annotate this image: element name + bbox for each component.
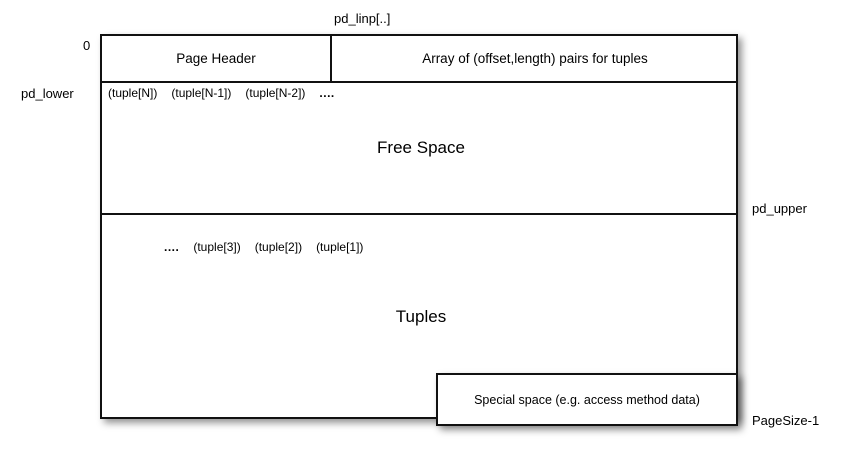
tuple-row-top: (tuple[N]) (tuple[N-1]) (tuple[N-2]) ...… (108, 86, 335, 100)
section-special-space: Special space (e.g. access method data) (436, 373, 738, 426)
annotation-page-size-end: PageSize-1 (752, 413, 820, 428)
annotation-pd-lower: pd_lower (21, 86, 74, 101)
tuple-token: (tuple[N-2]) (245, 86, 306, 100)
tuple-ellipsis: .... (164, 240, 180, 254)
tuple-ellipsis: .... (319, 86, 335, 100)
header-linp-divider (330, 36, 332, 81)
tuple-token: (tuple[2]) (254, 240, 303, 254)
tuple-token: (tuple[N]) (108, 86, 158, 100)
section-tuples: Tuples (395, 306, 447, 326)
tuple-token: (tuple[N-1]) (171, 86, 232, 100)
pd-upper-divider (102, 213, 736, 215)
section-page-header: Page Header (176, 50, 256, 66)
annotation-pd-linp: pd_linp[..] (334, 11, 391, 26)
pd-lower-divider (102, 81, 736, 83)
annotation-pd-upper: pd_upper (752, 201, 807, 216)
annotation-offset-zero: 0 (83, 38, 91, 53)
section-free-space: Free Space (377, 137, 465, 157)
section-linp-array: Array of (offset,length) pairs for tuple… (422, 50, 648, 66)
tuple-row-bottom: .... (tuple[3]) (tuple[2]) (tuple[1]) (164, 240, 363, 254)
tuple-token: (tuple[1]) (316, 240, 364, 254)
page-box: Page Header Array of (offset,length) pai… (100, 34, 738, 419)
tuple-token: (tuple[3]) (193, 240, 241, 254)
